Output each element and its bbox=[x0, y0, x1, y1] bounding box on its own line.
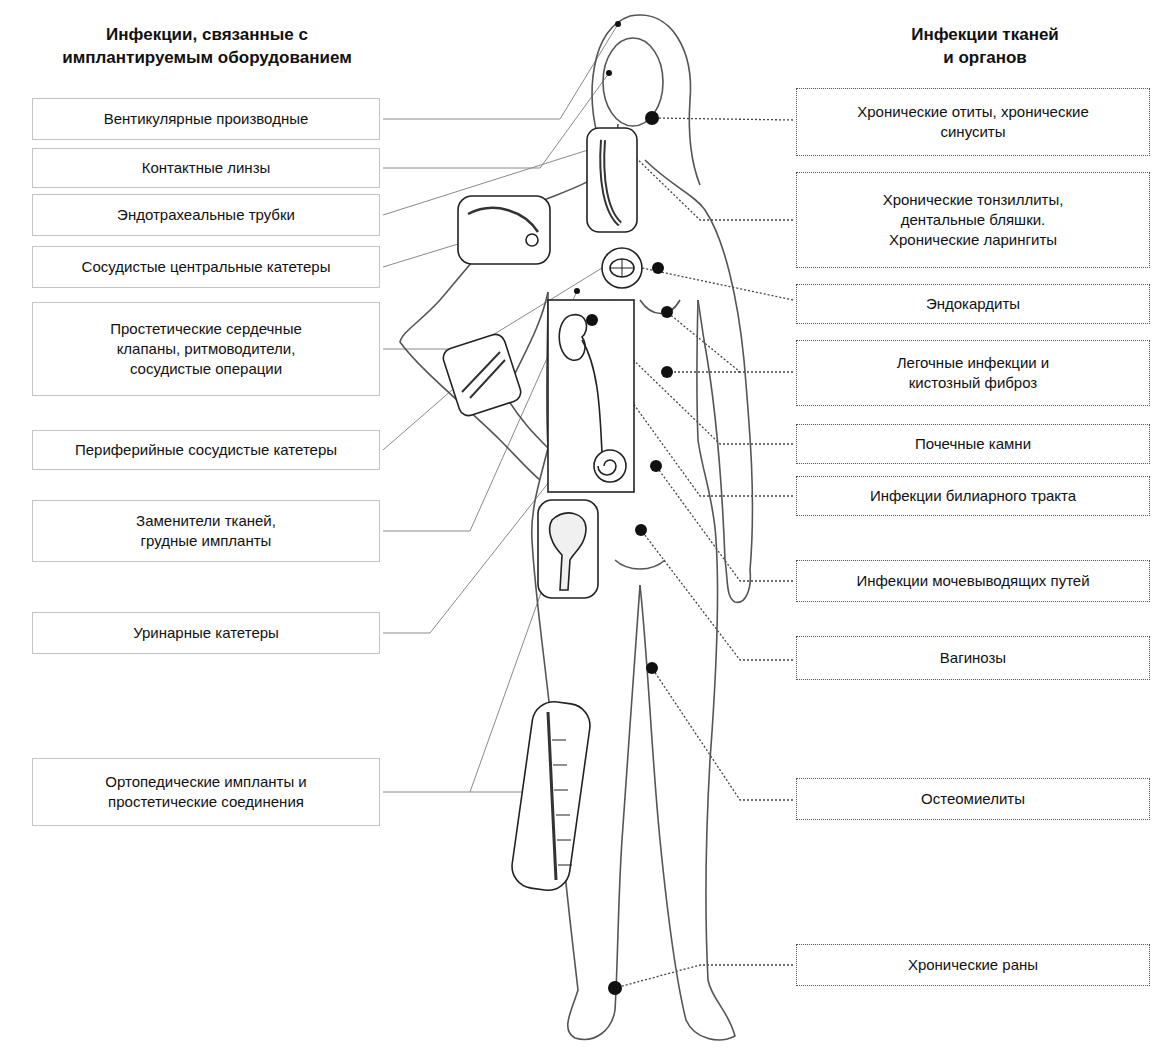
device-box: Ортопедические импланты и простетические… bbox=[32, 758, 380, 826]
infection-box: Почечные камни bbox=[796, 424, 1150, 464]
box-label: Сосудистые центральные катетеры bbox=[82, 257, 331, 277]
device-box: Сосудистые центральные катетеры bbox=[32, 246, 380, 288]
box-label: Хронические отиты, хронические синуситы bbox=[853, 102, 1093, 143]
box-label: Инфекции билиарного тракта bbox=[870, 486, 1076, 506]
box-label: Уринарные катетеры bbox=[133, 623, 279, 643]
box-label: Простетические сердечные клапаны, ритмов… bbox=[96, 319, 316, 380]
box-label: Остеомиелиты bbox=[921, 789, 1025, 809]
box-label: Легочные инфекции и кистозный фиброз bbox=[888, 353, 1058, 394]
box-label: Заменители тканей, грудные импланты bbox=[111, 511, 301, 552]
infection-box: Инфекции мочевыводящих путей bbox=[796, 560, 1150, 602]
box-label: Эндотрахеальные трубки bbox=[117, 205, 295, 225]
infection-box: Легочные инфекции и кистозный фиброз bbox=[796, 340, 1150, 406]
device-box: Контактные линзы bbox=[32, 148, 380, 188]
device-box: Эндотрахеальные трубки bbox=[32, 194, 380, 236]
body-outline bbox=[400, 15, 752, 1040]
box-label: Хронические тонзиллиты, дентальные бляшк… bbox=[858, 190, 1088, 251]
box-label: Ортопедические импланты и простетические… bbox=[81, 772, 331, 813]
column-heading: Инфекции тканей и органов bbox=[909, 24, 1061, 70]
column-heading: Инфекции, связанные с имплантируемым обо… bbox=[57, 24, 357, 70]
infection-box: Остеомиелиты bbox=[796, 778, 1150, 820]
infection-box: Хронические раны bbox=[796, 944, 1150, 986]
infection-box: Хронические тонзиллиты, дентальные бляшк… bbox=[796, 172, 1150, 268]
device-box: Уринарные катетеры bbox=[32, 612, 380, 654]
box-label: Хронические раны bbox=[908, 955, 1038, 975]
box-label: Вагинозы bbox=[940, 648, 1006, 668]
box-label: Вентикулярные производные bbox=[104, 109, 309, 129]
box-label: Почечные камни bbox=[915, 434, 1031, 454]
box-label: Инфекции мочевыводящих путей bbox=[856, 571, 1089, 591]
infection-box: Инфекции билиарного тракта bbox=[796, 476, 1150, 516]
device-insets bbox=[441, 128, 642, 893]
device-box: Заменители тканей, грудные импланты bbox=[32, 500, 380, 562]
infection-box: Эндокардиты bbox=[796, 284, 1150, 324]
device-box: Периферийные сосудистые катетеры bbox=[32, 430, 380, 470]
box-label: Эндокардиты bbox=[926, 294, 1020, 314]
box-label: Контактные линзы bbox=[142, 158, 271, 178]
dotted-leaders bbox=[580, 118, 793, 988]
device-box: Вентикулярные производные bbox=[32, 98, 380, 140]
infection-box: Вагинозы bbox=[796, 636, 1150, 680]
infection-box: Хронические отиты, хронические синуситы bbox=[796, 88, 1150, 156]
site-markers bbox=[574, 21, 673, 995]
device-box: Простетические сердечные клапаны, ритмов… bbox=[32, 302, 380, 396]
box-label: Периферийные сосудистые катетеры bbox=[75, 440, 337, 460]
